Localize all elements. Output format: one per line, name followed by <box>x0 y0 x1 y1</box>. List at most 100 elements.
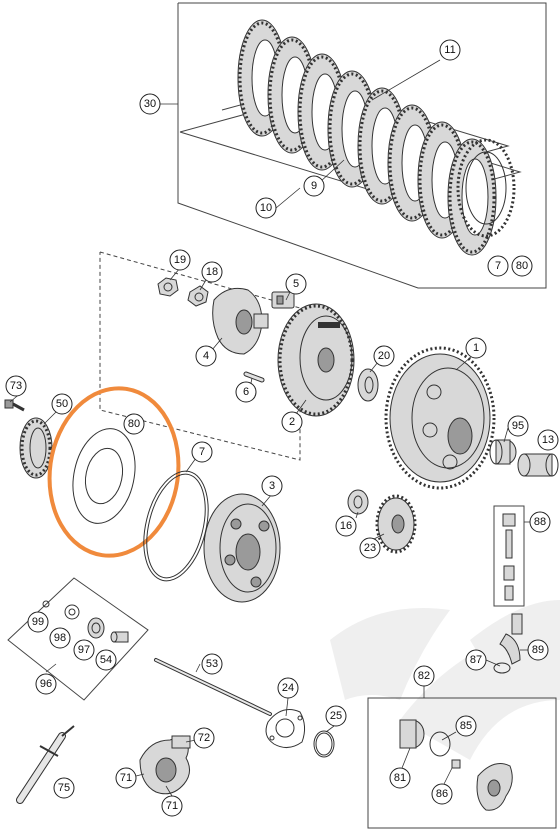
callout-54[interactable]: 54 <box>95 649 117 671</box>
svg-text:1: 1 <box>473 342 479 354</box>
svg-text:5: 5 <box>293 278 299 290</box>
callout-88[interactable]: 88 <box>529 511 551 533</box>
svg-text:75: 75 <box>58 782 70 794</box>
svg-text:6: 6 <box>243 386 249 398</box>
svg-text:20: 20 <box>378 350 390 362</box>
svg-text:96: 96 <box>40 678 52 690</box>
callout-86[interactable]: 86 <box>431 783 453 805</box>
callout-50[interactable]: 50 <box>51 393 73 415</box>
callout-85[interactable]: 85 <box>455 715 477 737</box>
callout-73[interactable]: 73 <box>5 375 27 397</box>
clutch-plates-stack <box>179 19 522 256</box>
shim-washer-part <box>72 428 136 524</box>
callout-71-bottom[interactable]: 71 <box>161 795 183 817</box>
callout-16[interactable]: 16 <box>335 515 357 537</box>
callout-53[interactable]: 53 <box>201 653 223 675</box>
callout-98[interactable]: 98 <box>49 627 71 649</box>
svg-text:86: 86 <box>436 788 448 800</box>
callout-89[interactable]: 89 <box>527 639 549 661</box>
svg-text:80: 80 <box>516 260 528 272</box>
callout-1[interactable]: 1 <box>465 337 487 359</box>
part-number-callouts: 30 11 9 10 7 80 19 18 5 4 6 2 20 1 73 50… <box>5 39 559 817</box>
svg-text:71: 71 <box>166 800 178 812</box>
callout-82[interactable]: 82 <box>413 665 435 687</box>
svg-text:73: 73 <box>10 380 22 392</box>
callout-97[interactable]: 97 <box>73 639 95 661</box>
highlight-marker <box>47 386 181 558</box>
callout-7[interactable]: 7 <box>191 441 213 463</box>
o-ring-small-part <box>313 730 335 758</box>
callout-4[interactable]: 4 <box>195 345 217 367</box>
clutch-plate-teeth <box>448 140 496 254</box>
svg-text:50: 50 <box>56 398 68 410</box>
callout-2[interactable]: 2 <box>281 411 303 433</box>
callout-23[interactable]: 23 <box>359 537 381 559</box>
svg-text:10: 10 <box>260 202 272 214</box>
callout-20[interactable]: 20 <box>373 345 395 367</box>
svg-text:7: 7 <box>199 446 205 458</box>
nut-part <box>157 277 179 297</box>
callout-30[interactable]: 30 <box>139 93 161 115</box>
svg-text:80: 80 <box>128 418 140 430</box>
svg-text:97: 97 <box>78 644 90 656</box>
svg-text:25: 25 <box>330 710 342 722</box>
callout-71-left[interactable]: 71 <box>115 767 137 789</box>
callout-81[interactable]: 81 <box>389 767 411 789</box>
callout-18[interactable]: 18 <box>201 261 223 283</box>
svg-text:53: 53 <box>206 658 218 670</box>
hose-fitting-part <box>493 613 523 674</box>
callout-3[interactable]: 3 <box>261 475 283 497</box>
clutch-plate-bore <box>461 158 489 236</box>
svg-text:95: 95 <box>512 420 524 432</box>
svg-text:88: 88 <box>534 516 546 528</box>
svg-text:24: 24 <box>282 682 294 694</box>
clutch-pressure-cap-part <box>212 287 269 355</box>
clutch-disc-set-frame <box>160 2 547 289</box>
svg-text:99: 99 <box>32 616 44 628</box>
callout-95[interactable]: 95 <box>507 415 529 437</box>
callout-11[interactable]: 11 <box>439 39 461 61</box>
svg-text:13: 13 <box>542 434 554 446</box>
svg-text:81: 81 <box>394 772 406 784</box>
callout-5[interactable]: 5 <box>285 273 307 295</box>
callout-13[interactable]: 13 <box>537 429 559 451</box>
svg-text:71: 71 <box>120 772 132 784</box>
svg-text:89: 89 <box>532 644 544 656</box>
bleed-valve-kit-frame <box>493 505 525 607</box>
primary-gear-part <box>375 494 417 554</box>
clutch-slave-cover-part <box>139 735 191 795</box>
callout-19[interactable]: 19 <box>169 249 191 271</box>
steel-plate-bore <box>465 151 507 225</box>
callout-80[interactable]: 80 <box>123 413 145 435</box>
svg-text:2: 2 <box>289 416 295 428</box>
callout-96[interactable]: 96 <box>35 673 57 695</box>
callout-6[interactable]: 6 <box>235 381 257 403</box>
callout-25[interactable]: 25 <box>325 705 347 727</box>
callout-10[interactable]: 10 <box>255 197 277 219</box>
callout-87[interactable]: 87 <box>465 649 487 671</box>
callout-7-frame[interactable]: 7 <box>487 255 509 277</box>
slave-cylinder-frame <box>367 686 557 829</box>
svg-text:87: 87 <box>470 654 482 666</box>
callout-24[interactable]: 24 <box>277 677 299 699</box>
lock-washer-part <box>187 285 209 307</box>
callout-9[interactable]: 9 <box>303 175 325 197</box>
outer-clutch-basket-part <box>384 346 496 490</box>
slave-cylinder-repair-kit-frame <box>7 577 149 701</box>
collar-part <box>347 489 369 515</box>
bushing-part <box>489 439 517 465</box>
steel-plate <box>456 138 516 238</box>
svg-text:85: 85 <box>460 720 472 732</box>
pressure-plate-part <box>203 493 281 603</box>
callout-99[interactable]: 99 <box>27 611 49 633</box>
svg-text:82: 82 <box>418 670 430 682</box>
callout-75[interactable]: 75 <box>53 777 75 799</box>
svg-text:9: 9 <box>311 180 317 192</box>
clutch-hub-region <box>99 251 301 461</box>
svg-text:98: 98 <box>54 632 66 644</box>
callout-72[interactable]: 72 <box>193 727 215 749</box>
svg-text:4: 4 <box>203 350 209 362</box>
inner-clutch-hub-part <box>277 303 355 417</box>
callout-80-frame[interactable]: 80 <box>511 255 533 277</box>
